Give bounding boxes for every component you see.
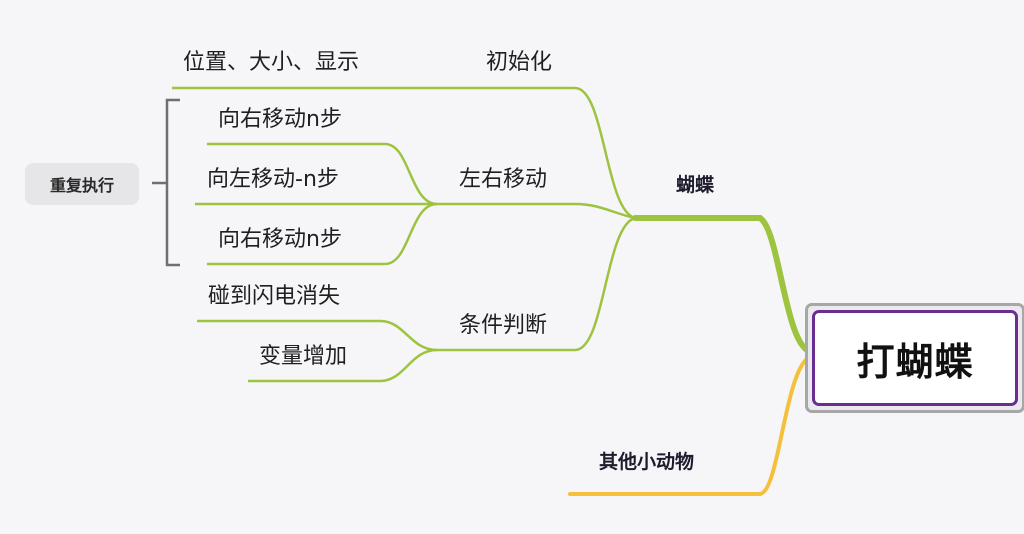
connector-cond-item1: [197, 319, 438, 352]
node-other-animals[interactable]: 其他小动物: [599, 451, 695, 473]
node-move-step[interactable]: 向右移动n步: [218, 107, 342, 132]
root-node-inner: 打蝴蝶: [812, 310, 1018, 406]
connector-cond-item2: [248, 348, 438, 383]
summary-bracket: [152, 98, 180, 267]
root-node[interactable]: 打蝴蝶: [805, 303, 1024, 413]
node-move-step[interactable]: 向左移动-n步: [207, 167, 339, 192]
node-cond[interactable]: 条件判断: [459, 313, 548, 338]
node-butterfly[interactable]: 蝴蝶: [676, 174, 715, 196]
connector-move-step1: [207, 142, 438, 206]
connector-butterfly-init: [172, 86, 636, 220]
node-init[interactable]: 初始化: [486, 50, 553, 75]
node-init-detail[interactable]: 位置、大小、显示: [183, 50, 360, 75]
node-cond-item[interactable]: 碰到闪电消失: [208, 284, 341, 309]
root-node-label: 打蝴蝶: [856, 339, 974, 384]
summary-label: 重复执行: [49, 176, 114, 195]
connector-butterfly-cond: [437, 216, 636, 352]
connector-root-others: [568, 354, 814, 496]
connector-move-step3: [207, 202, 438, 266]
node-move-step[interactable]: 向右移动n步: [218, 227, 342, 252]
summary-node[interactable]: 重复执行: [25, 163, 139, 205]
node-move[interactable]: 左右移动: [459, 167, 548, 192]
node-cond-item[interactable]: 变量增加: [259, 344, 348, 369]
connector-butterfly-move: [437, 202, 636, 220]
connector-root-butterfly: [632, 215, 815, 355]
